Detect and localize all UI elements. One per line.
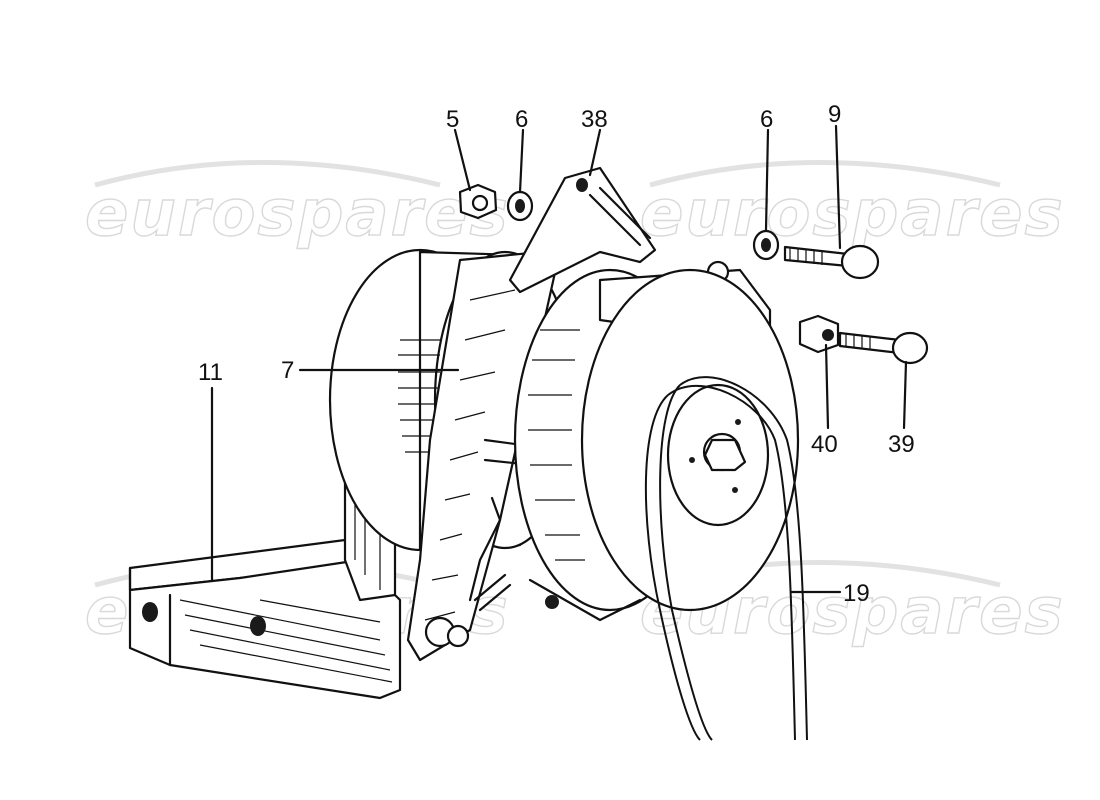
bolt-part-9 (783, 244, 880, 280)
alternator-body (328, 166, 800, 662)
callout-40: 40 (811, 431, 838, 458)
callout-9: 9 (828, 101, 841, 128)
callout-38: 38 (581, 106, 608, 133)
leader-lines (210, 124, 908, 594)
v-belt (644, 376, 808, 741)
callout-19: 19 (843, 580, 870, 607)
hardware (458, 183, 929, 365)
callout-11: 11 (198, 359, 223, 386)
washer-part-6-right (752, 229, 780, 261)
watermark-swoosh (649, 160, 1001, 188)
callout-5: 5 (446, 106, 459, 133)
watermark-top-left: eurospares (85, 177, 510, 251)
nut-part-5 (458, 183, 498, 220)
watermark-swoosh (94, 160, 441, 188)
watermark-bottom-right: eurospares (640, 575, 1065, 649)
callout-39: 39 (888, 431, 915, 458)
watermark-top-right: eurospares (640, 177, 1065, 251)
callout-6-left: 6 (515, 106, 528, 133)
washer-part-6-left (506, 190, 534, 222)
bolt-part-39 (838, 331, 929, 365)
callout-6-right: 6 (760, 106, 773, 133)
callout-7: 7 (281, 357, 294, 384)
nut-part-40 (798, 314, 840, 354)
callout-labels: 5 6 38 6 9 11 7 40 39 19 (198, 101, 915, 607)
